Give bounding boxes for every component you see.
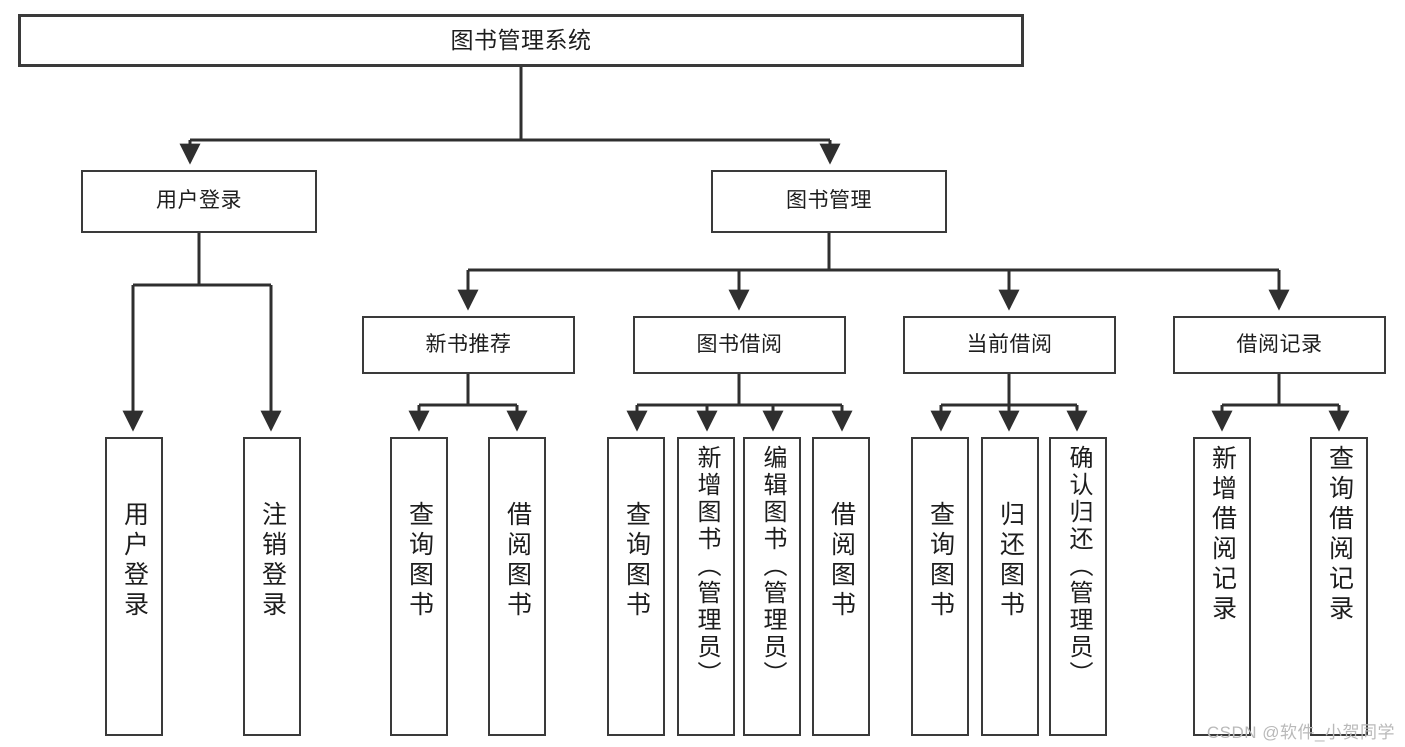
node-label: 新增图书（管理员）	[693, 445, 720, 688]
node-label: 查询图书	[926, 501, 955, 621]
node-label: 当前借阅	[966, 332, 1053, 356]
node-label: 查询图书	[622, 501, 651, 621]
node-label: 编辑图书（管理员）	[759, 445, 786, 688]
leaf-borrow-book-recommend[interactable]: 借阅图书	[488, 437, 546, 736]
node-label: 图书管理	[786, 189, 872, 213]
node-user-login[interactable]: 用户登录	[81, 170, 317, 233]
node-label: 查询图书	[405, 501, 434, 621]
leaf-lend-book[interactable]: 借阅图书	[812, 437, 870, 736]
leaf-add-borrow-record[interactable]: 新增借阅记录	[1193, 437, 1251, 736]
node-book-borrow[interactable]: 图书借阅	[633, 316, 846, 374]
leaf-add-book-admin[interactable]: 新增图书（管理员）	[677, 437, 735, 736]
node-label: 归还图书	[996, 501, 1025, 621]
node-book-management[interactable]: 图书管理	[711, 170, 947, 233]
leaf-user-login[interactable]: 用户登录	[105, 437, 163, 736]
node-label: 借阅记录	[1236, 332, 1323, 356]
leaf-query-book-borrow[interactable]: 查询图书	[607, 437, 665, 736]
leaf-logout[interactable]: 注销登录	[243, 437, 301, 736]
node-label: 新书推荐	[425, 332, 512, 356]
node-label: 图书借阅	[696, 332, 783, 356]
leaf-query-book-recommend[interactable]: 查询图书	[390, 437, 448, 736]
leaf-query-borrow-record[interactable]: 查询借阅记录	[1310, 437, 1368, 736]
node-borrow-record[interactable]: 借阅记录	[1173, 316, 1386, 374]
node-book-management-system[interactable]: 图书管理系统	[18, 14, 1024, 67]
node-label: 用户登录	[156, 189, 242, 213]
node-label: 借阅图书	[827, 501, 856, 621]
node-label: 确认归还（管理员）	[1065, 445, 1092, 688]
leaf-edit-book-admin[interactable]: 编辑图书（管理员）	[743, 437, 801, 736]
node-label: 注销登录	[258, 501, 287, 621]
node-label: 图书管理系统	[450, 26, 592, 53]
node-current-borrow[interactable]: 当前借阅	[903, 316, 1116, 374]
leaf-query-book-current[interactable]: 查询图书	[911, 437, 969, 736]
node-new-book-recommend[interactable]: 新书推荐	[362, 316, 575, 374]
leaf-confirm-return-admin[interactable]: 确认归还（管理员）	[1049, 437, 1107, 736]
node-label: 用户登录	[120, 501, 149, 621]
node-label: 新增借阅记录	[1208, 445, 1237, 625]
node-label: 查询借阅记录	[1325, 445, 1354, 625]
leaf-return-book[interactable]: 归还图书	[981, 437, 1039, 736]
node-label: 借阅图书	[503, 501, 532, 621]
